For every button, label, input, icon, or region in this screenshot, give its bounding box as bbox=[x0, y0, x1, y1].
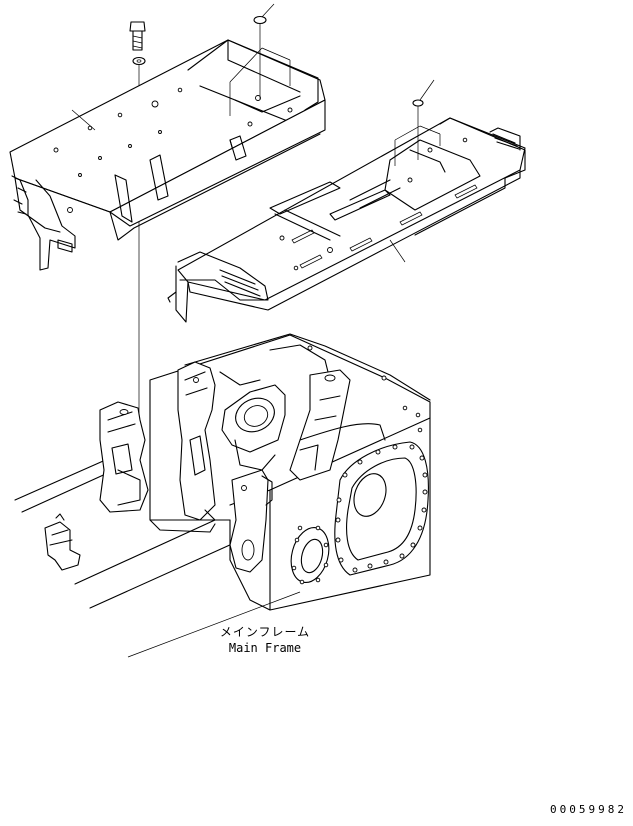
washer-part bbox=[253, 15, 267, 25]
leader-line-washer bbox=[419, 79, 435, 101]
washer-part bbox=[412, 99, 424, 107]
bolt-part bbox=[129, 21, 146, 51]
leader-line-lower-cover bbox=[389, 239, 406, 263]
washer-part bbox=[132, 56, 146, 66]
lower-cover-part bbox=[167, 117, 526, 323]
leader-line-upper-cover bbox=[71, 109, 96, 131]
upper-cover-part bbox=[9, 39, 326, 271]
main-frame-label-jp: メインフレーム bbox=[219, 625, 311, 639]
leader-line-main-frame bbox=[127, 591, 301, 658]
main-frame-label-en: Main Frame bbox=[228, 641, 302, 655]
main-frame-part bbox=[14, 333, 431, 611]
leader-line-washer bbox=[261, 3, 275, 18]
drawing-number: 00059982 bbox=[550, 803, 627, 816]
